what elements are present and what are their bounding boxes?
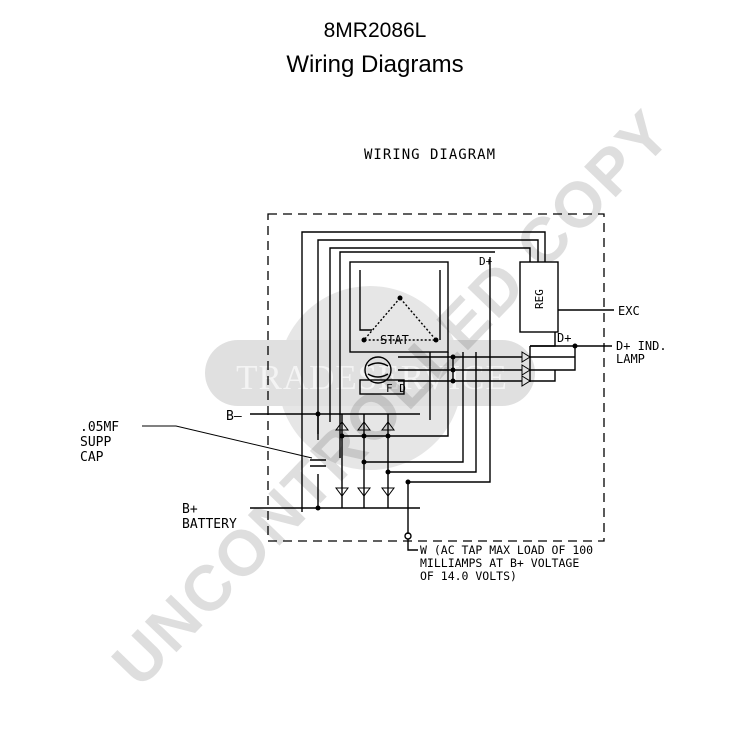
w-tap-leader (407, 539, 418, 551)
exc-label: EXC (618, 304, 640, 318)
d-plus-top-label: D+ (479, 255, 493, 268)
d-plus-ind-label-line2: LAMP (616, 352, 645, 366)
internal-wiring-loops (301, 231, 546, 512)
w-tap-note-line1: W (AC TAP MAX LOAD OF 100 (420, 543, 593, 557)
supp-cap-label-line1: .05MF (80, 420, 119, 435)
field-label: F D (386, 382, 406, 395)
b-minus-label: B– (226, 409, 242, 424)
supp-cap-label-line3: CAP (80, 450, 104, 465)
b-plus-label: B+ (182, 502, 198, 517)
battery-label: BATTERY (182, 517, 237, 532)
supp-cap-leader (142, 425, 313, 459)
model-number: 8MR2086L (323, 19, 427, 42)
rotor-field: F D (359, 356, 406, 395)
w-tap-note-line3: OF 14.0 VOLTS) (420, 569, 517, 583)
supp-cap-label-line2: SUPP (80, 435, 111, 450)
alternator-housing-outline (267, 213, 605, 542)
page-subtitle: Wiring Diagrams (286, 51, 464, 78)
tradeservice-watermark: TRADESERVICE (205, 286, 535, 470)
w-tap-note-line2: MILLIAMPS AT B+ VOLTAGE (420, 556, 579, 570)
voltage-regulator: REG D+ (479, 255, 559, 333)
diagram-heading: WIRING DIAGRAM (364, 147, 496, 163)
stator-label: STAT (380, 333, 409, 347)
stator-delta-winding: STAT (361, 295, 439, 347)
rectifier-bridge (250, 411, 420, 511)
d-plus-terminal-label: D+ (557, 331, 571, 345)
regulator-label: REG (533, 289, 546, 309)
d-plus-ind-label-line1: D+ IND. (616, 339, 667, 353)
diode-trio (398, 332, 612, 387)
uncontrolled-copy-watermark: UNCONTROLLED COPY (98, 96, 685, 700)
